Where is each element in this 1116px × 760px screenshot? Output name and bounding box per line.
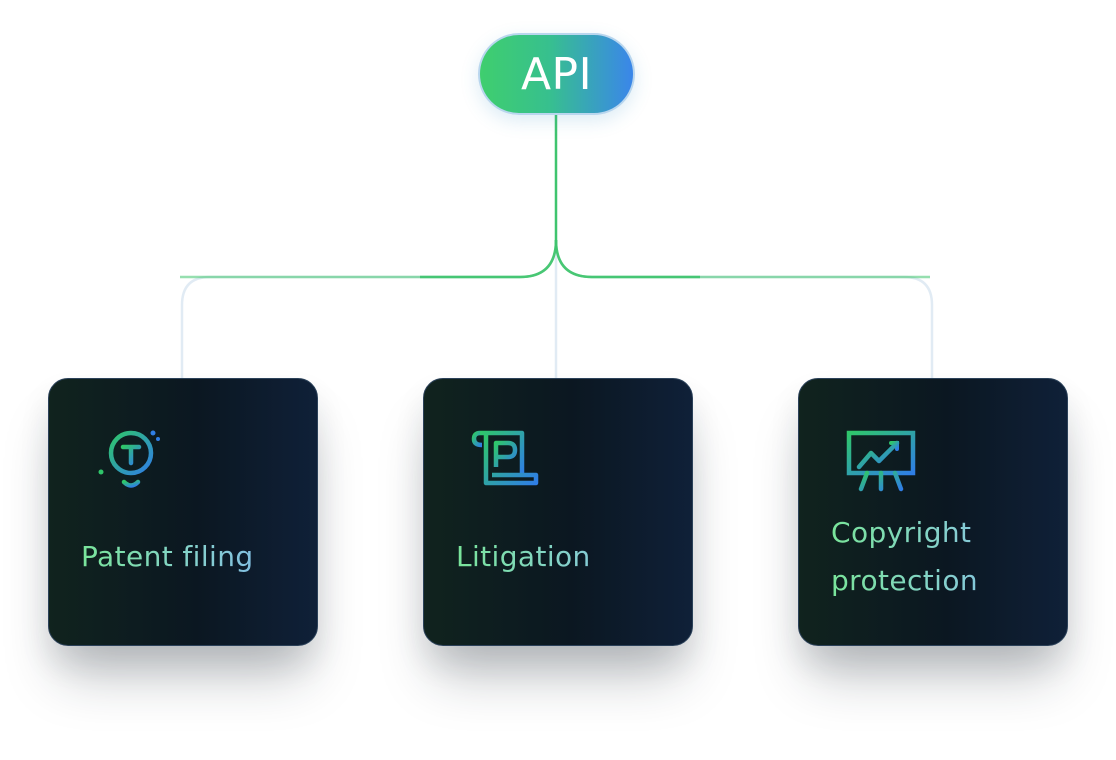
connector-to-copyright-protection	[590, 277, 932, 378]
litigation-label: Litigation	[456, 533, 676, 581]
litigation-card: Litigation	[423, 378, 693, 646]
connector-branch-left-active	[180, 240, 556, 277]
api-root-label: API	[521, 49, 592, 100]
lightbulb-icon	[95, 423, 167, 495]
connector-branch-right-active	[556, 240, 930, 277]
copyright-protection-label: Copyright protection	[831, 509, 1051, 605]
api-root-node: API	[478, 33, 635, 115]
presentation-chart-icon	[845, 423, 917, 495]
scroll-document-icon	[470, 423, 542, 495]
connector-to-patent-filing	[182, 277, 520, 378]
patent-filing-card: Patent filing	[48, 378, 318, 646]
copyright-protection-card: Copyright protection	[798, 378, 1068, 646]
patent-filing-label: Patent filing	[81, 533, 301, 581]
